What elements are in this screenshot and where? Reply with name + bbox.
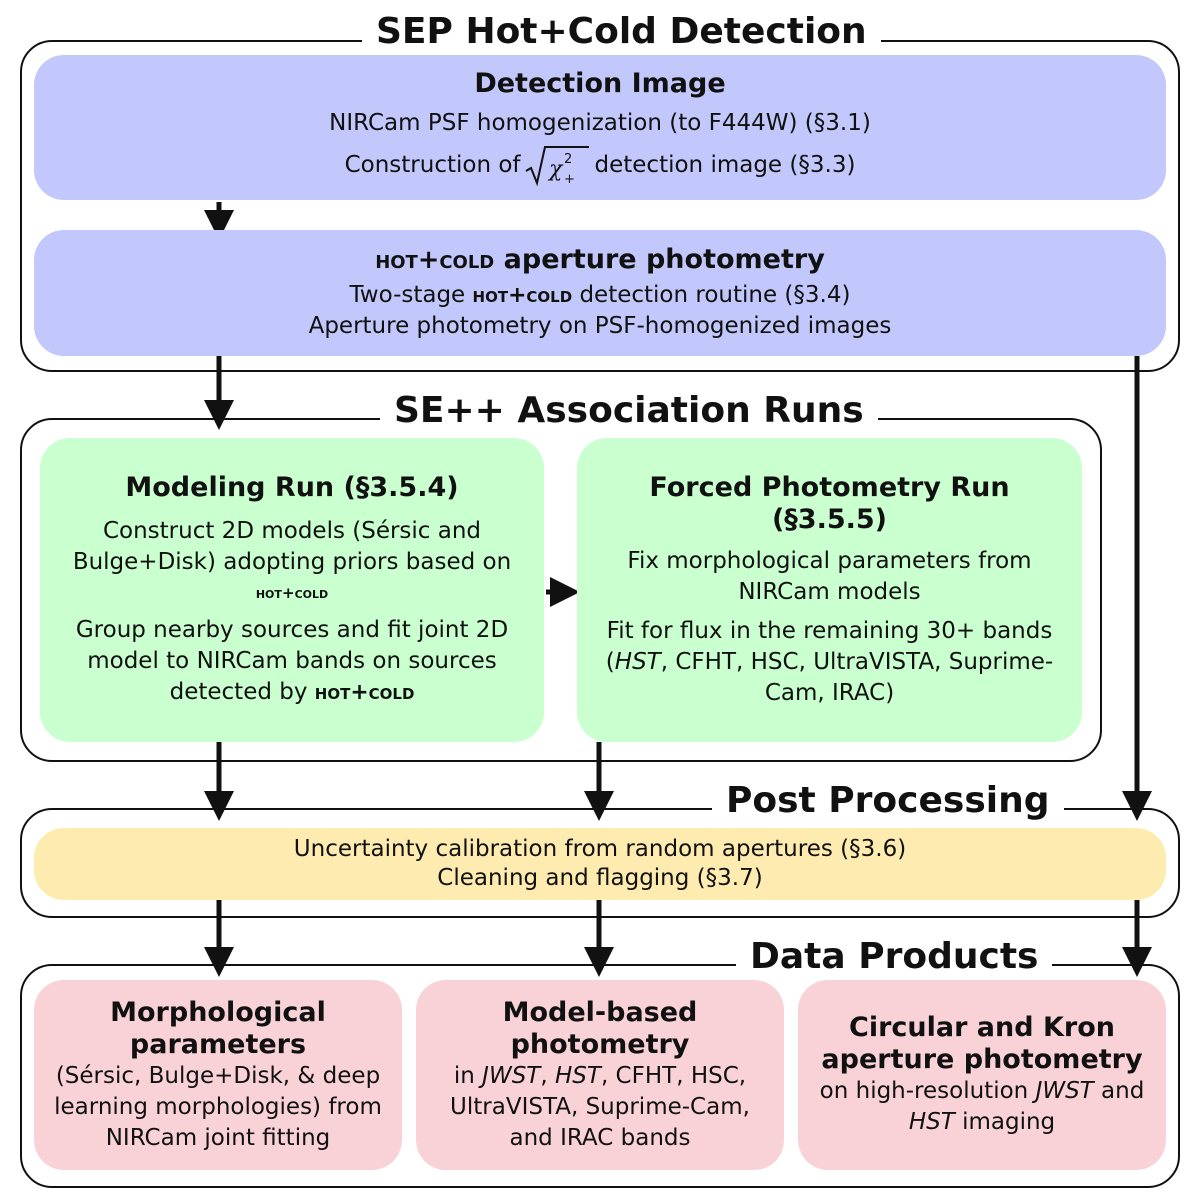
model-photometry-text: in JWST, HST, CFHT, HSC, UltraVISTA, Sup… <box>428 1061 772 1154</box>
model-it2: HST <box>554 1062 601 1089</box>
model-it1: JWST <box>482 1062 541 1089</box>
hotcold-line-1-post: detection routine (§3.4) <box>572 282 851 308</box>
model-post: , CFHT, HSC, UltraVISTA, Suprime-Cam, an… <box>450 1062 750 1151</box>
circ-it2: HST <box>908 1109 955 1135</box>
detection-line-2: Construction of χ 2 + detection image (§… <box>344 143 856 187</box>
hotcold-title-sc: hot+cold <box>375 245 495 275</box>
sepp-title: SE++ Association Runs <box>380 391 878 431</box>
morph-title: Morphological parameters <box>110 996 326 1060</box>
svg-text:2: 2 <box>564 152 572 167</box>
forced-run-p2-post: , CFHT, HSC, UltraVISTA, Suprime-Cam, IR… <box>660 648 1054 706</box>
forced-run-box: Forced Photometry Run (§3.5.5) Fix morph… <box>577 438 1082 742</box>
hotcold-line-2: Aperture photometry on PSF-homogenized i… <box>308 313 892 339</box>
modeling-run-title: Modeling Run (§3.5.4) <box>125 472 459 503</box>
hotcold-line-1: Two-stage hot+cold detection routine (§3… <box>350 280 851 311</box>
hotcold-box: hot+cold aperture photometry Two-stage h… <box>34 230 1166 356</box>
svg-text:+: + <box>564 172 575 187</box>
circular-kron-text: on high-resolution JWST and HST imaging <box>810 1076 1154 1138</box>
circ-post: imaging <box>954 1109 1056 1135</box>
sqrt-chi2-formula: χ 2 + <box>525 146 589 187</box>
post-processing-box: Uncertainty calibration from random aper… <box>34 828 1166 900</box>
modeling-run-p1: Construct 2D models (Sérsic and Bulge+Di… <box>72 518 512 575</box>
morph-box: Morphological parameters (Sérsic, Bulge+… <box>34 980 402 1170</box>
model-photometry-box: Model-based photometry in JWST, HST, CFH… <box>416 980 784 1170</box>
hotcold-line-1-sc: hot+cold <box>472 283 573 308</box>
modeling-run-p1-sc: hot+cold <box>255 584 329 602</box>
model-mid: , <box>540 1062 555 1089</box>
modeling-run-p2-sc: hot+cold <box>314 680 415 705</box>
detection-line-1: NIRCam PSF homogenization (to F444W) (§3… <box>329 110 871 136</box>
post-title: Post Processing <box>712 781 1064 821</box>
model-pre: in <box>453 1062 483 1089</box>
svg-text:χ: χ <box>547 157 564 182</box>
forced-run-p2-pre: Fit for flux in the remaining 30+ bands … <box>605 617 1053 675</box>
forced-run-title: Forced Photometry Run (§3.5.5) <box>649 471 1010 535</box>
morph-text: (Sérsic, Bulge+Disk, & deep learning mor… <box>54 1062 382 1151</box>
post-line-1: Uncertainty calibration from random aper… <box>293 836 907 862</box>
forced-run-p2-it: HST <box>614 648 661 675</box>
circ-it1: JWST <box>1035 1078 1094 1104</box>
circ-mid: and <box>1093 1078 1145 1104</box>
hotcold-title-rest: aperture photometry <box>494 244 825 275</box>
model-photometry-title: Model-based photometry <box>502 996 698 1060</box>
hotcold-line-1-pre: Two-stage <box>349 282 473 308</box>
circ-pre: on high-resolution <box>819 1078 1036 1104</box>
modeling-run-p2-text: Group nearby sources and fit joint 2D mo… <box>75 617 509 705</box>
circular-kron-box: Circular and Kron aperture photometry on… <box>798 980 1166 1170</box>
detection-image-title: Detection Image <box>474 68 726 99</box>
detection-line-2-post: detection image (§3.3) <box>594 151 856 178</box>
forced-run-p1: Fix morphological parameters from NIRCam… <box>627 547 1032 605</box>
circular-kron-title: Circular and Kron aperture photometry <box>821 1012 1143 1075</box>
detection-line-2-pre: Construction of <box>344 151 521 178</box>
modeling-run-box: Modeling Run (§3.5.4) Construct 2D model… <box>40 438 544 742</box>
sep-title: SEP Hot+Cold Detection <box>362 12 881 52</box>
detection-image-box: Detection Image NIRCam PSF homogenizatio… <box>34 55 1166 200</box>
forced-run-p2: Fit for flux in the remaining 30+ bands … <box>595 616 1064 709</box>
hotcold-title: hot+cold aperture photometry <box>375 244 825 276</box>
modeling-run-p2: Group nearby sources and fit joint 2D mo… <box>56 615 528 708</box>
products-title: Data Products <box>736 937 1053 977</box>
post-line-2: Cleaning and flagging (§3.7) <box>437 865 763 891</box>
